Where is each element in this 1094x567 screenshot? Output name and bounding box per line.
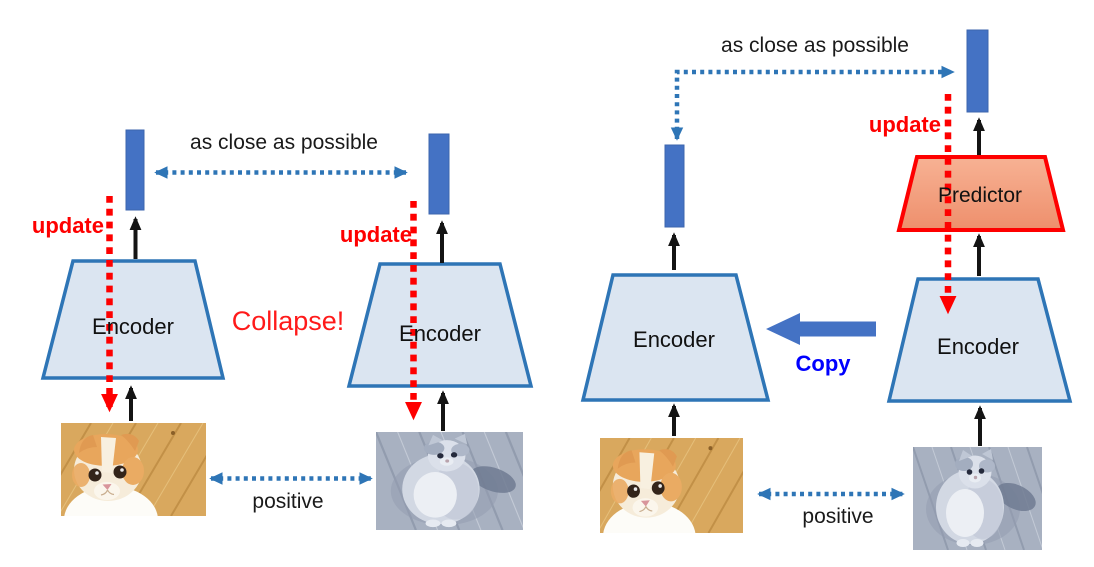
embedding-bar-right-2 (966, 29, 989, 113)
encoder-label-right-1: Encoder (633, 327, 715, 352)
similarity-arrow-right (670, 65, 955, 141)
update-label-left-1: update (31, 213, 104, 238)
predictor-label: Predictor (937, 184, 1023, 207)
predictor-shape (896, 155, 1066, 232)
positive-label-left: positive (252, 490, 324, 513)
copy-label: Copy (795, 351, 851, 376)
cat-image-augmented-right (913, 447, 1042, 550)
embedding-bar-right-1 (664, 144, 685, 228)
encoder-label-left-2: Encoder (399, 321, 481, 346)
encoder-label-left-1: Encoder (92, 314, 174, 339)
encoder-shape-right-2 (886, 277, 1073, 403)
cat-image-augmented-left (376, 432, 523, 530)
cat-image-original-left (61, 423, 206, 516)
update-label-right: update (868, 112, 941, 137)
collapse-label: Collapse! (231, 306, 345, 336)
encoder-shape-left-1 (40, 259, 226, 380)
update-label-left-2: update (339, 222, 412, 247)
cat-image-original-right (600, 438, 743, 533)
positive-label-right: positive (802, 505, 874, 528)
encoder-shape-left-2 (346, 262, 534, 388)
encoder-shape-right-1 (580, 273, 771, 402)
embedding-bar-left-2 (428, 133, 450, 215)
embedding-bar-left-1 (125, 129, 145, 211)
copy-block-arrow (766, 313, 876, 345)
similarity-label-right: as close as possible (721, 34, 909, 57)
encoder-label-right-2: Encoder (937, 334, 1019, 359)
similarity-label-left: as close as possible (190, 131, 378, 154)
